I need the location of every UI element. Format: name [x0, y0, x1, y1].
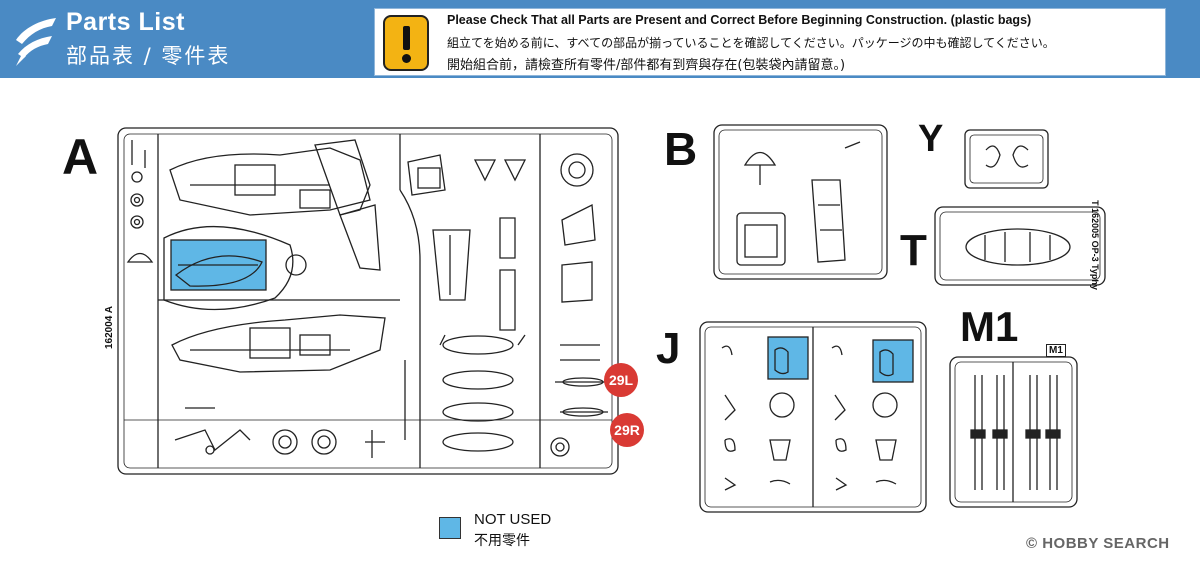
sprue-m1-frame: [949, 356, 1078, 508]
sprue-j-frame: [699, 321, 927, 513]
brand-logo: [16, 18, 56, 66]
sprue-b-label: B: [664, 123, 698, 175]
legend-not-used-ja: 不用零件: [474, 533, 530, 549]
legend-not-used-en: NOT USED: [474, 511, 552, 528]
sprue-t-frame: [934, 206, 1106, 286]
sprue-t-label: T: [900, 226, 927, 275]
page-subtitle: 部品表 / 零件表: [66, 44, 231, 68]
sprue-y-label: Y: [918, 118, 944, 160]
sprue-t-code: T 162005 OP-3 Typhy: [1089, 200, 1100, 290]
part-29r-badge: 29R: [610, 413, 644, 447]
sprue-m1-label: M1: [960, 303, 1019, 350]
sprue-a-code: 162004 A: [104, 306, 115, 349]
not-used-swatch: [439, 517, 461, 539]
notice-english: Please Check That all Parts are Present …: [447, 13, 1032, 27]
part-29l-badge: 29L: [604, 363, 638, 397]
notice-japanese: 組立てを始める前に、すべての部品が揃っていることを確認してください。パッケージの…: [447, 36, 1055, 50]
header-band: Parts List 部品表 / 零件表 Please Check That a…: [0, 0, 1200, 78]
notice-chinese: 開始組合前，請檢查所有零件/部件都有到齊與存在(包裝袋內請留意。): [447, 58, 846, 73]
sprue-y-frame: [964, 129, 1049, 189]
page-title: Parts List: [66, 8, 185, 36]
sprue-a-frame: [117, 127, 619, 475]
watermark: © HOBBY SEARCH: [1026, 535, 1170, 552]
sprue-a-label: A: [62, 129, 99, 185]
sprue-j-label: J: [656, 324, 681, 373]
exclamation-warning-icon: [383, 15, 429, 71]
notice-box: Please Check That all Parts are Present …: [374, 8, 1166, 76]
sprue-b-frame: [713, 124, 888, 280]
sprue-m1-tab: M1: [1046, 344, 1066, 357]
